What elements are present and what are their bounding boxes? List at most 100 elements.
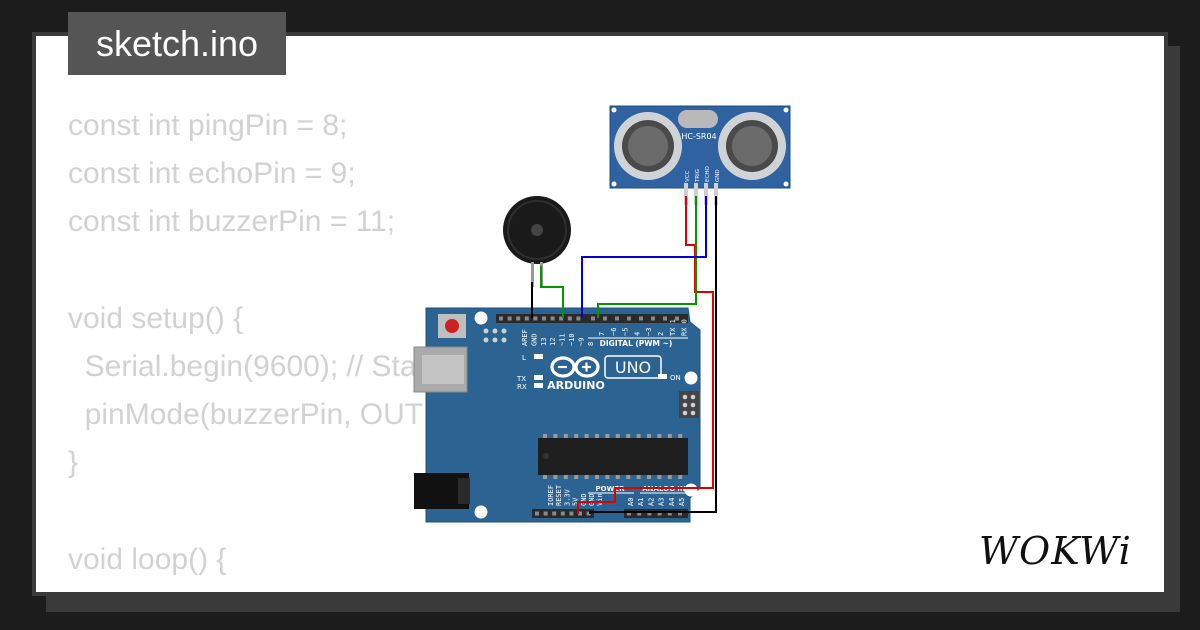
chip-leg bbox=[657, 475, 662, 479]
power-header-pin[interactable] bbox=[578, 511, 582, 516]
digital-header-label: DIGITAL (PWM ~) bbox=[600, 339, 673, 348]
arduino-logo-icon bbox=[550, 356, 600, 378]
power-header-pin[interactable] bbox=[569, 511, 574, 516]
power-header-pin[interactable] bbox=[535, 511, 539, 516]
buzzer-signal-wire[interactable] bbox=[540, 266, 564, 318]
chip-leg bbox=[584, 475, 589, 479]
chip-leg bbox=[626, 475, 631, 479]
sensor-pin-headers[interactable] bbox=[684, 183, 718, 205]
mounting-hole bbox=[474, 311, 488, 325]
gnd-wire[interactable] bbox=[589, 196, 717, 514]
power-pin-label: 5V bbox=[572, 497, 580, 506]
digital-header-pin[interactable] bbox=[675, 316, 679, 321]
digital-header-pin[interactable] bbox=[591, 316, 595, 321]
digital-header-pin[interactable] bbox=[615, 316, 619, 321]
analog-header-pin[interactable] bbox=[657, 511, 662, 516]
digital-header-pin[interactable] bbox=[576, 316, 581, 321]
chip-leg bbox=[605, 434, 610, 438]
digital-header-pin[interactable] bbox=[559, 316, 564, 321]
chip-leg bbox=[584, 434, 589, 438]
digital-header-pin[interactable] bbox=[542, 316, 546, 321]
code-line: const int echoPin = 9; bbox=[68, 157, 356, 191]
analog-header-pin[interactable] bbox=[678, 511, 682, 516]
digital-pin-label: 13 bbox=[540, 338, 548, 346]
digital-header-pin[interactable] bbox=[533, 316, 538, 321]
digital-header-pin[interactable] bbox=[627, 316, 631, 321]
digital-header-pin[interactable] bbox=[516, 316, 521, 321]
icsp-header-top bbox=[483, 328, 507, 343]
chip-leg bbox=[678, 475, 683, 479]
digital-header-pin[interactable] bbox=[663, 316, 667, 321]
digital-pin-label: 7 bbox=[598, 332, 606, 336]
chip-leg bbox=[574, 434, 579, 438]
analog-pin-label: A0 bbox=[627, 498, 635, 506]
digital-header-pin[interactable] bbox=[499, 316, 503, 321]
power-header-pin[interactable] bbox=[586, 511, 591, 516]
reset-button[interactable] bbox=[445, 319, 459, 333]
echo-wire[interactable] bbox=[581, 196, 707, 318]
analog-header[interactable] bbox=[624, 509, 688, 518]
mounting-hole bbox=[684, 371, 698, 385]
digital-pin-label: 12 bbox=[549, 338, 557, 346]
chip-leg bbox=[667, 434, 672, 438]
code-line: void setup() { bbox=[68, 301, 244, 335]
wokwi-logo: WOKWi bbox=[979, 529, 1132, 573]
analog-pin-label: A5 bbox=[678, 498, 686, 506]
vcc-wire[interactable] bbox=[577, 196, 714, 514]
digital-header-pin[interactable] bbox=[639, 316, 643, 321]
digital-header-pin[interactable] bbox=[524, 316, 529, 321]
digital-header-pin[interactable] bbox=[567, 316, 572, 321]
trig-wire[interactable] bbox=[597, 196, 697, 318]
chip-leg bbox=[553, 475, 558, 479]
sensor-pin-label: GND bbox=[715, 169, 721, 182]
l-led-label: L bbox=[522, 354, 526, 362]
analog-header-pin[interactable] bbox=[667, 511, 672, 516]
uno-badge bbox=[604, 355, 662, 379]
chip-leg bbox=[667, 475, 672, 479]
code-line: const int pingPin = 8; bbox=[68, 109, 348, 142]
chip-notch bbox=[543, 453, 549, 459]
chip-leg bbox=[647, 475, 651, 479]
on-led-label: ON bbox=[670, 374, 681, 382]
power-pin-label: 3.3V bbox=[563, 488, 571, 506]
digital-pin-label: ~9 bbox=[577, 338, 585, 346]
power-header-label: POWER bbox=[596, 485, 626, 493]
tx-led-label: TX bbox=[516, 375, 526, 383]
mounting-hole bbox=[684, 483, 698, 497]
file-tab[interactable]: sketch.ino bbox=[68, 12, 286, 75]
power-header-pin[interactable] bbox=[560, 511, 565, 516]
uno-model-label: UNO bbox=[615, 358, 651, 377]
atmega-chip bbox=[538, 438, 688, 475]
piezo-buzzer[interactable] bbox=[503, 196, 571, 287]
digital-pin-label: ~11 bbox=[559, 333, 567, 346]
digital-pin-label: 8 bbox=[587, 342, 595, 346]
analog-header-pin[interactable] bbox=[647, 511, 652, 516]
arduino-brand-label: ARDUINO bbox=[547, 379, 605, 392]
on-led bbox=[658, 374, 667, 379]
digital-pin-label: 2 bbox=[657, 332, 665, 336]
wires[interactable] bbox=[531, 196, 717, 514]
chip-leg bbox=[563, 434, 568, 438]
analog-header-pin[interactable] bbox=[637, 511, 642, 516]
power-pin-label: RESET bbox=[555, 484, 563, 506]
chip-leg bbox=[636, 434, 641, 438]
chip-leg bbox=[615, 434, 620, 438]
power-header-pin[interactable] bbox=[552, 511, 557, 516]
power-pin-label: GND bbox=[580, 493, 588, 506]
analog-header-pin[interactable] bbox=[627, 511, 631, 516]
digital-pin-label: RX 0 bbox=[681, 319, 689, 336]
digital-header-pin[interactable] bbox=[507, 316, 512, 321]
svg-text:WOKWi: WOKWi bbox=[979, 529, 1132, 573]
chip-leg bbox=[563, 475, 568, 479]
power-header-pin[interactable] bbox=[543, 511, 548, 516]
chip-leg bbox=[636, 475, 641, 479]
digital-header-pin[interactable] bbox=[651, 316, 655, 321]
digital-header-pin[interactable] bbox=[603, 316, 607, 321]
digital-header-pin[interactable] bbox=[550, 316, 555, 321]
sensor-model-label: HC-SR04 bbox=[681, 132, 716, 141]
code-line: void loop() { bbox=[68, 542, 227, 576]
code-editor[interactable]: const int pingPin = 8; const int echoPin … bbox=[68, 102, 630, 592]
